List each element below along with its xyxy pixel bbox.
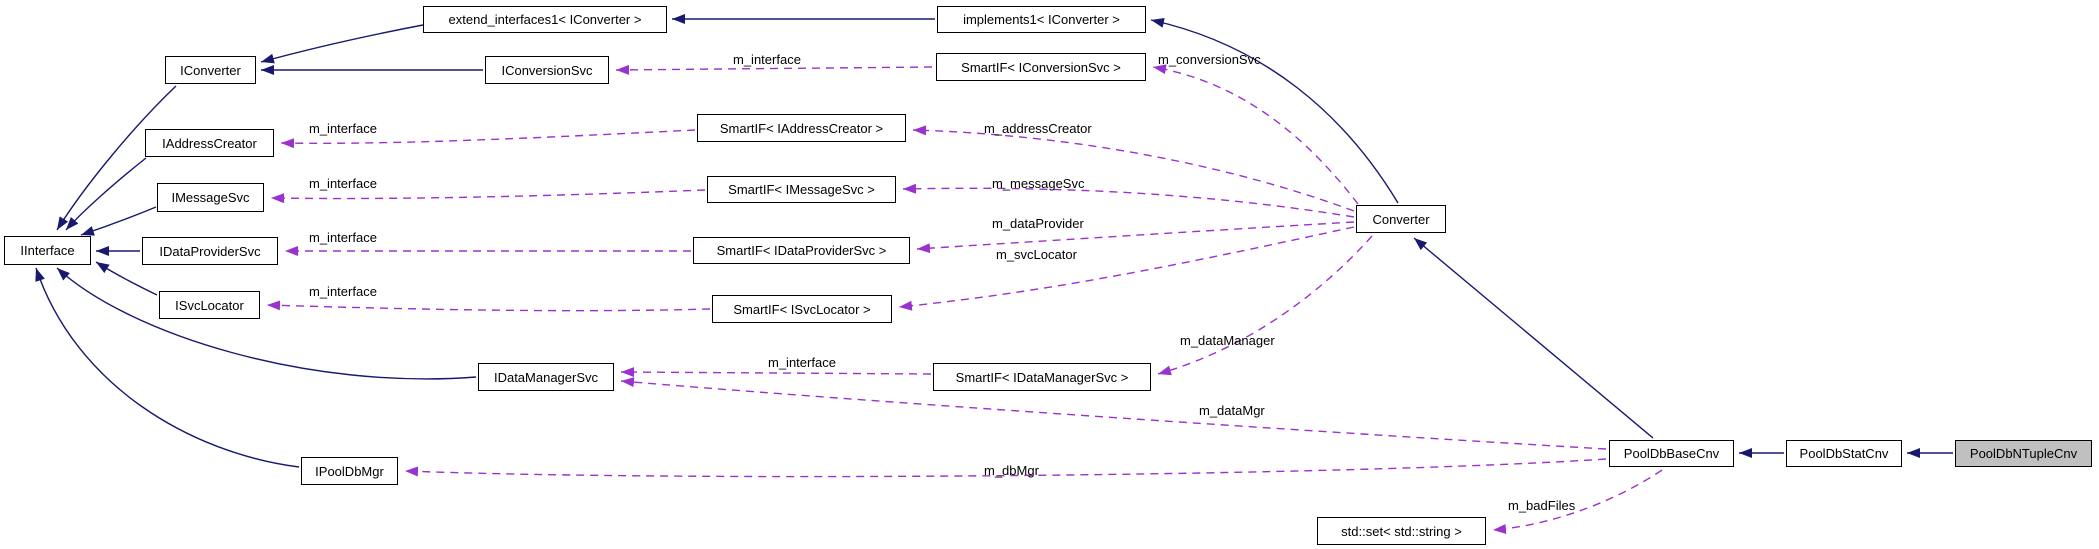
node-smartif-iconversionsvc[interactable]: SmartIF< IConversionSvc >	[936, 53, 1146, 81]
edge-label-m-dbmgr: m_dbMgr	[984, 463, 1039, 478]
node-stdset-stdstring[interactable]: std::set< std::string >	[1317, 517, 1486, 545]
node-imessagesvc[interactable]: IMessageSvc	[157, 183, 264, 212]
edge-label-m-datamanager: m_dataManager	[1180, 333, 1275, 348]
edge-label-m-interface-datamanager: m_interface	[768, 355, 836, 370]
node-smartif-idatamanagersvc[interactable]: SmartIF< IDataManagerSvc >	[933, 363, 1151, 391]
edge-label-m-interface-addresscreator: m_interface	[309, 121, 377, 136]
node-ipooldbmgr[interactable]: IPoolDbMgr	[301, 457, 398, 485]
edge-label-m-interface-conversionsvc: m_interface	[733, 52, 801, 67]
edge-smartif-isvclocator-to-isvclocator	[266, 300, 711, 312]
node-pooldbstatcnv[interactable]: PoolDbStatCnv	[1786, 440, 1902, 467]
edge-label-m-dataprovider: m_dataProvider	[992, 216, 1084, 231]
node-iaddresscreator[interactable]: IAddressCreator	[145, 129, 274, 157]
node-iinterface[interactable]: IInterface	[4, 236, 91, 265]
node-iconverter[interactable]: IConverter	[165, 56, 256, 84]
edge-iaddresscreator-to-iinterface	[65, 157, 147, 231]
node-converter[interactable]: Converter	[1356, 205, 1446, 233]
edge-label-m-conversionsvc: m_conversionSvc	[1158, 52, 1261, 67]
edge-label-m-badfiles: m_badFiles	[1508, 498, 1576, 513]
edge-imessagesvc-to-iinterface	[80, 206, 157, 236]
edge-converter-to-smartif-iconversionsvc	[1152, 64, 1359, 205]
node-extend-interfaces1[interactable]: extend_interfaces1< IConverter >	[423, 6, 667, 33]
edge-label-m-svclocator: m_svcLocator	[996, 247, 1077, 262]
edge-converter-to-smartif-idataprovidersvc	[916, 221, 1355, 254]
edge-isvclocator-to-iinterface	[95, 261, 158, 296]
node-idataprovidersvc[interactable]: IDataProviderSvc	[142, 237, 278, 265]
edge-label-m-addresscreator: m_addressCreator	[984, 121, 1092, 136]
edge-converter-to-smartif-iaddresscreator	[912, 125, 1355, 212]
node-smartif-idataprovidersvc[interactable]: SmartIF< IDataProviderSvc >	[693, 237, 910, 264]
edge-pooldbbasecnv-to-idatamanagersvc	[620, 377, 1607, 450]
edge-smartif-idatamanagersvc-to-idatamanagersvc	[620, 367, 932, 378]
edge-label-m-interface-svclocator: m_interface	[309, 284, 377, 299]
node-idatamanagersvc[interactable]: IDataManagerSvc	[478, 363, 614, 391]
edge-label-m-interface-messagesvc: m_interface	[309, 176, 377, 191]
edge-smartif-iconversionsvc-to-iconversionsvc	[615, 64, 933, 75]
edge-converter-to-smartif-isvclocator	[898, 226, 1355, 311]
node-iconversionsvc[interactable]: IConversionSvc	[485, 56, 609, 84]
edge-converter-to-implements1	[1150, 17, 1399, 204]
node-pooldbntuplecnv: PoolDbNTupleCnv	[1955, 440, 2092, 467]
node-implements1[interactable]: implements1< IConverter >	[937, 6, 1146, 33]
edge-smartif-imessagesvc-to-imessagesvc	[270, 189, 706, 204]
edge-label-m-datamgr: m_dataMgr	[1199, 403, 1265, 418]
node-smartif-isvclocator[interactable]: SmartIF< ISvcLocator >	[712, 295, 892, 323]
edge-label-m-interface-dataprovider: m_interface	[309, 230, 377, 245]
node-smartif-imessagesvc[interactable]: SmartIF< IMessageSvc >	[707, 176, 896, 203]
node-isvclocator[interactable]: ISvcLocator	[159, 291, 260, 319]
edge-converter-to-smartif-idatamanagersvc	[1157, 235, 1373, 376]
edge-converter-to-smartif-imessagesvc	[902, 183, 1355, 218]
edge-idatamanagersvc-to-iinterface	[56, 267, 477, 380]
edge-pooldbbasecnv-to-converter	[1413, 237, 1654, 439]
edge-extend-interfaces1-to-iconverter	[260, 24, 424, 64]
node-pooldbbasecnv[interactable]: PoolDbBaseCnv	[1609, 440, 1734, 467]
edge-label-m-messagesvc: m_messageSvc	[992, 176, 1085, 191]
node-smartif-iaddresscreator[interactable]: SmartIF< IAddressCreator >	[697, 114, 906, 142]
